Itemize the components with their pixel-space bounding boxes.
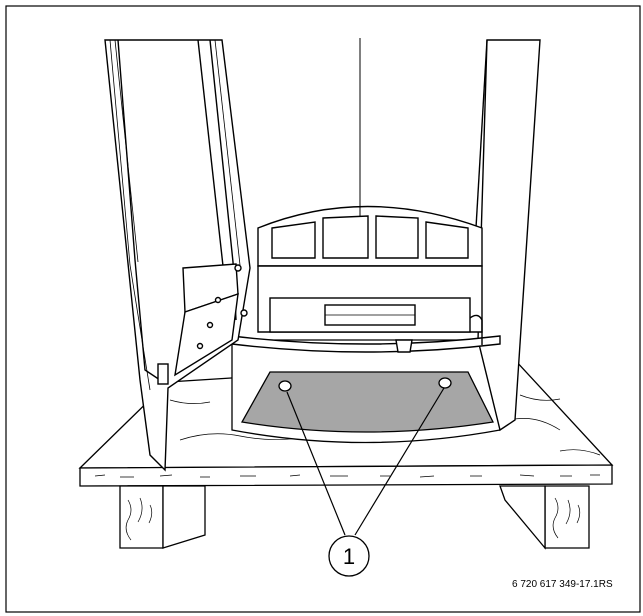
stove-base	[231, 339, 501, 444]
pallet-left-block	[119, 485, 164, 549]
callout-number: 1	[343, 544, 355, 569]
latch-tab	[395, 339, 413, 353]
door-glass-edge-2	[197, 39, 224, 267]
arch-window-4	[425, 221, 469, 259]
door-hook	[469, 314, 483, 345]
ash-pan-floor	[240, 371, 494, 433]
pallet-right-block	[544, 485, 590, 549]
callout-leaders	[286, 387, 445, 536]
mounting-bolt-left	[278, 380, 292, 392]
figure-border	[5, 5, 641, 613]
figure-reference-code: 6 720 617 349-17.1RS	[512, 579, 613, 590]
leader-line-right	[354, 387, 445, 536]
leader-line-left	[286, 391, 346, 536]
pallet-front-edge	[79, 464, 613, 487]
door-handle	[157, 363, 169, 385]
pallet-right-block-side	[499, 485, 546, 550]
wood-grain	[94, 394, 601, 541]
front-lip	[231, 335, 501, 353]
arch-window-3	[375, 215, 419, 259]
arch-window-1	[271, 221, 316, 259]
right-side-panel	[477, 39, 541, 432]
door-edge-lines	[109, 39, 241, 391]
stove-body	[231, 38, 541, 432]
door-frame-outer	[104, 39, 251, 472]
callout-circle	[328, 535, 370, 577]
mounting-bolt-right	[438, 377, 452, 389]
arch-window-2	[322, 215, 369, 259]
pallet-left-block-side	[162, 485, 206, 549]
